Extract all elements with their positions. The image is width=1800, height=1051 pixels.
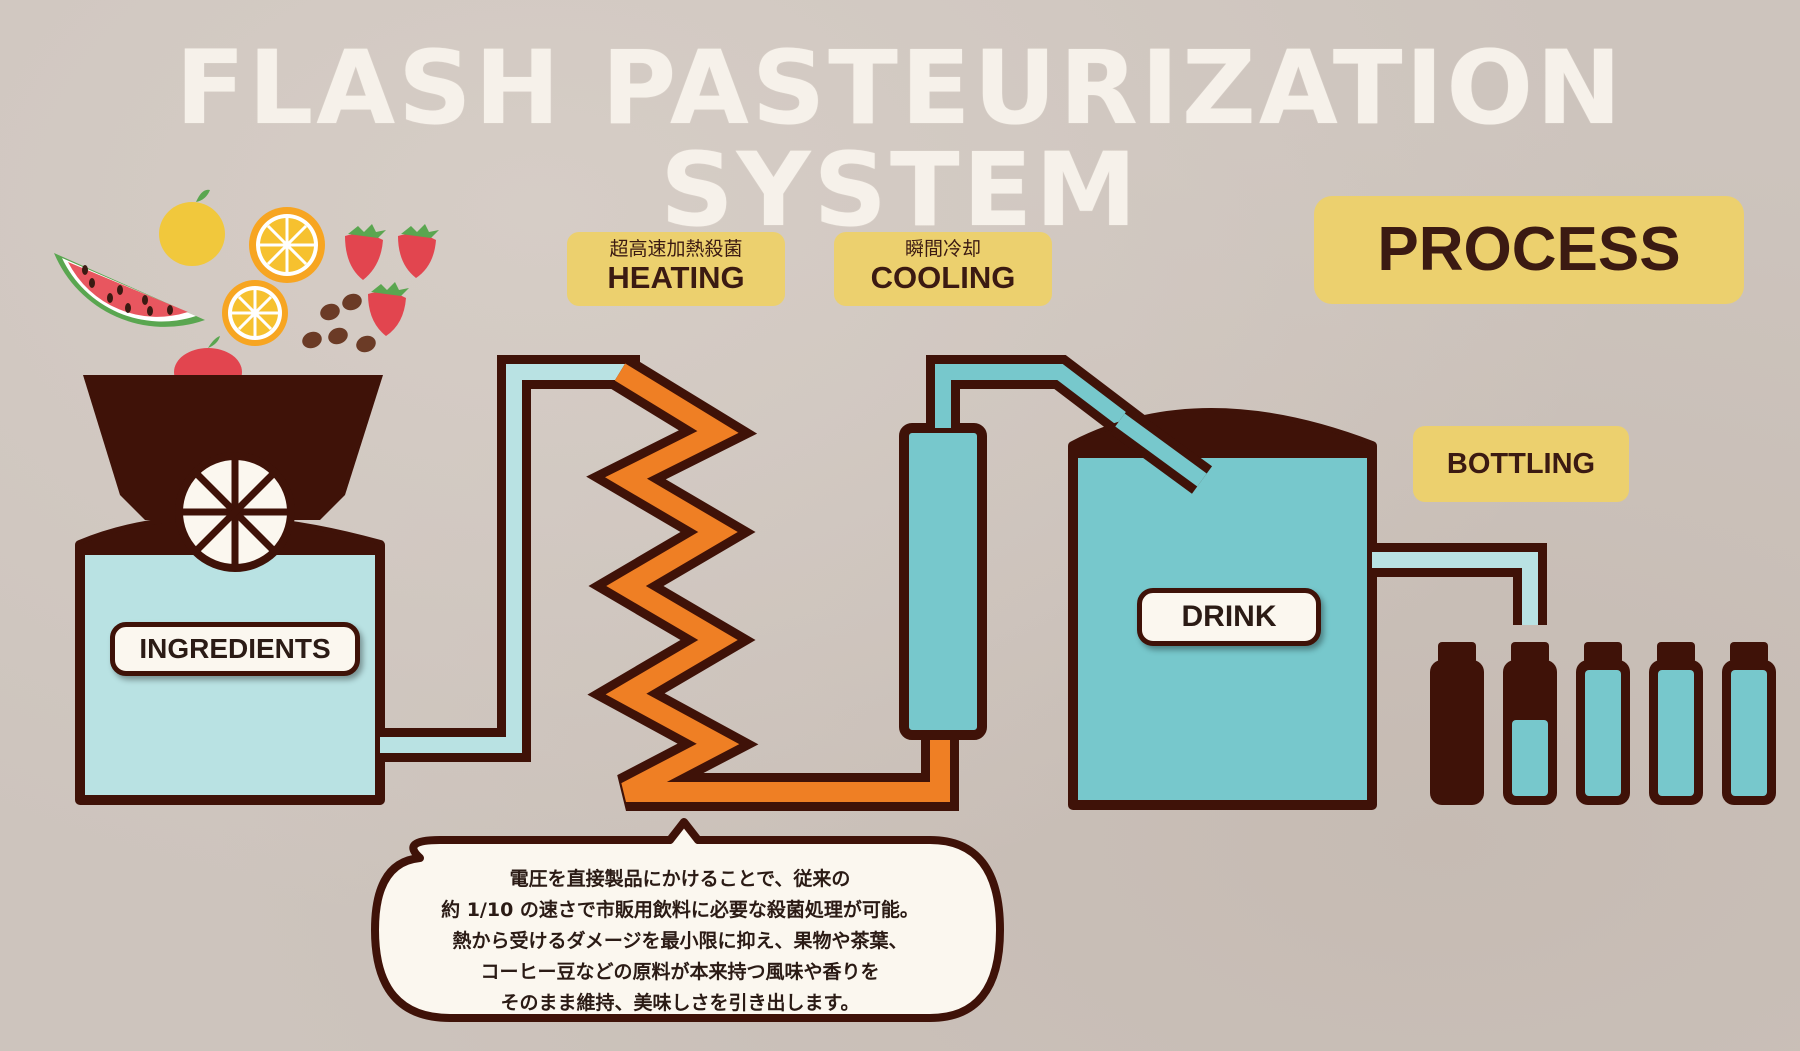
bottle-icon — [1649, 642, 1703, 805]
strawberry-icon — [398, 224, 439, 278]
cooling-tag: 瞬間冷却 COOLING — [834, 232, 1052, 306]
coffee-bean-icon — [302, 293, 376, 353]
description-line: 約 1/10 の速さで市販用飲料に必要な殺菌処理が可能。 — [441, 899, 919, 921]
bottle-icon — [1576, 642, 1630, 805]
description-text: 電圧を直接製品にかけることで、従来の 約 1/10 の速さで市販用飲料に必要な殺… — [380, 864, 980, 1019]
orange-slice-icon — [222, 280, 288, 346]
drink-label: DRINK — [1137, 588, 1321, 646]
ingredients-label: INGREDIENTS — [110, 622, 360, 676]
description-line: 電圧を直接製品にかけることで、従来の — [509, 868, 851, 890]
cooling-tag-jp: 瞬間冷却 — [904, 239, 981, 260]
strawberry-icon — [368, 282, 409, 336]
lemon-icon — [159, 189, 225, 266]
description-line: 熱から受けるダメージを最小限に抑え、果物や茶葉、 — [452, 930, 908, 952]
bottling-tag: BOTTLING — [1413, 426, 1629, 502]
inlet-pipe — [380, 355, 640, 762]
cooling-tag-en: COOLING — [870, 259, 1016, 295]
watermelon-icon — [54, 253, 205, 327]
cooling-pipe — [926, 355, 1171, 462]
description-bubble — [371, 818, 1004, 1022]
description-line: そのまま維持、美味しさを引き出します。 — [500, 992, 860, 1014]
heating-coil — [586, 355, 959, 811]
orange-slice-icon — [249, 207, 325, 283]
heating-tag-en: HEATING — [607, 259, 745, 295]
process-tag: PROCESS — [1314, 196, 1744, 304]
bottle-icon — [1503, 642, 1557, 805]
description-line: コーヒー豆などの原料が本来持つ風味や香りを — [480, 961, 880, 983]
heating-tag: 超高速加熱殺菌 HEATING — [567, 232, 785, 306]
bottle-icon — [1722, 642, 1776, 805]
strawberry-icon — [345, 224, 386, 280]
bottle-icon — [1430, 642, 1484, 805]
page-title: FLASH PASTEURIZATION SYSTEM — [175, 29, 1625, 250]
cooling-column — [899, 423, 987, 740]
heating-tag-jp: 超高速加熱殺菌 — [609, 239, 743, 260]
hopper-wheel-icon — [175, 452, 295, 572]
bottling-pipe — [1372, 543, 1547, 625]
